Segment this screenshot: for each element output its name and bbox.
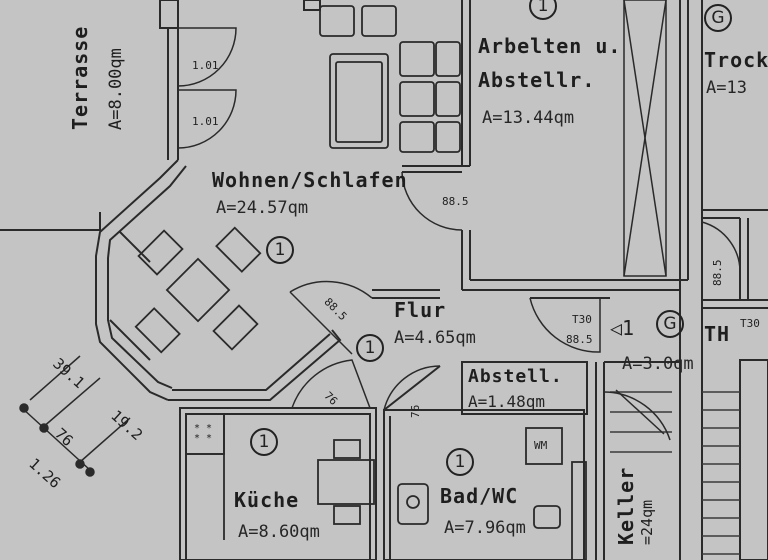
marker-circle-kueche: 1 — [250, 428, 278, 456]
room-area-bad: A=7.96qm — [444, 518, 526, 538]
room-name-arbeiten-2: Abstellr. — [478, 68, 596, 92]
door-label-76-bad: 76 — [409, 404, 422, 418]
room-name-bad: Bad/WC — [440, 484, 519, 508]
room-area-wohnen: A=24.57qm — [216, 198, 309, 218]
room-name-flur: Flur — [394, 298, 447, 322]
room-area-abstell: A=1.48qm — [468, 392, 546, 411]
door-label-885-th: 88.5 — [566, 333, 593, 346]
room-name-abstell: Abstell. — [468, 366, 563, 387]
marker-g-trocken: G — [704, 4, 732, 32]
door-label-t30-a: T30 — [572, 313, 592, 326]
room-name-wohnen: Wohnen/Schlafen — [212, 168, 408, 192]
room-name-trocken: Trock — [704, 48, 768, 72]
door-label-t30-b: T30 — [740, 317, 760, 330]
marker-circle-bad: 1 — [446, 448, 474, 476]
stove-symbol: * * * * — [194, 423, 213, 444]
room-area-keller: =24qm — [638, 499, 656, 545]
room-area-arbeiten: A=13.44qm — [482, 108, 575, 128]
room-name-kueche: Küche — [234, 488, 300, 512]
door-label-101a: 1.01 — [192, 59, 219, 72]
room-name-arbeiten-1: Arbelten u. — [478, 34, 622, 58]
room-name-terrasse: Terrasse — [68, 25, 92, 130]
room-name-treppenhaus: TH — [704, 322, 731, 346]
door-label-101b: 1.01 — [192, 115, 219, 128]
door-label-885-trocken: 88.5 — [711, 259, 724, 287]
room-area-trocken: A=13 — [706, 78, 747, 98]
marker-circle-wohnen: 1 — [266, 236, 294, 264]
room-area-terrasse: A=8.00qm — [106, 48, 126, 130]
marker-g-flur: G — [656, 310, 684, 338]
room-area-flur: A=4.65qm — [394, 328, 476, 348]
marker-circle-arbeiten: 1 — [529, 0, 557, 20]
room-area-kueche: A=8.60qm — [238, 522, 320, 542]
marker-circle-flur: 1 — [356, 334, 384, 362]
washing-machine-label: WM — [534, 439, 548, 452]
door-label-885-wohnen: 88.5 — [442, 195, 469, 208]
marker-arrow: ◁1 — [610, 316, 635, 340]
room-area-treppenhaus: A=3.0qm — [622, 354, 694, 374]
room-name-keller: Keller — [614, 466, 638, 545]
